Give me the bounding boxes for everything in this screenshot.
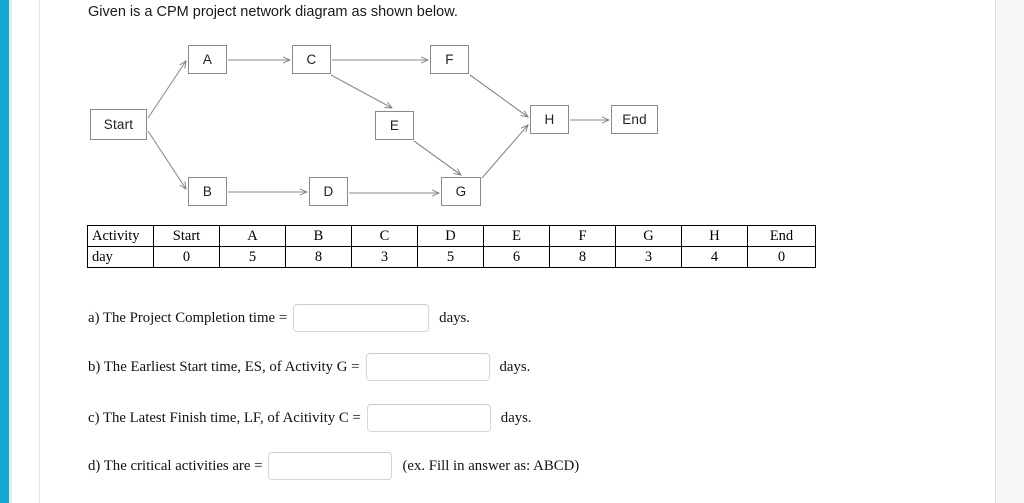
row-header-activity: Activity	[87, 225, 154, 247]
node-e: E	[375, 111, 414, 140]
node-d: D	[309, 177, 348, 206]
question-b: b) The Earliest Start time, ES, of Activ…	[88, 353, 530, 381]
edge-g-h	[481, 125, 528, 179]
node-h: H	[530, 105, 569, 134]
col-header-g: G	[615, 225, 682, 247]
node-label: A	[202, 52, 213, 67]
node-label: B	[202, 184, 213, 199]
node-f: F	[430, 45, 469, 74]
col-header-h: H	[681, 225, 748, 247]
sheet-left-edge	[39, 0, 40, 503]
question-a-label: a) The Project Completion time =	[88, 309, 288, 326]
rail-gap	[9, 0, 12, 503]
question-c: c) The Latest Finish time, LF, of Acitiv…	[88, 404, 532, 432]
accent-rail	[0, 0, 9, 503]
diagram-edges-layer	[147, 32, 700, 217]
node-label: D	[323, 184, 334, 199]
day-start: 0	[153, 246, 220, 268]
node-c: C	[292, 45, 331, 74]
question-d-label: d) The critical activities are =	[88, 457, 263, 474]
edge-f-h	[469, 74, 528, 117]
node-label: F	[445, 52, 454, 67]
answer-input-project-completion-time[interactable]	[293, 304, 430, 332]
day-e: 6	[483, 246, 550, 268]
question-a: a) The Project Completion time = days.	[88, 304, 470, 332]
edge-start-a	[147, 61, 186, 119]
question-b-suffix: days.	[499, 358, 531, 375]
node-end: End	[611, 105, 658, 134]
question-d: d) The critical activities are = (ex. Fi…	[88, 452, 579, 480]
question-c-label: c) The Latest Finish time, LF, of Acitiv…	[88, 409, 361, 426]
intro-text: Given is a CPM project network diagram a…	[88, 4, 458, 20]
node-g: G	[441, 177, 481, 206]
node-label: E	[389, 118, 400, 133]
node-label: Start	[103, 117, 134, 132]
node-label: H	[544, 112, 555, 127]
day-end: 0	[747, 246, 816, 268]
edge-c-e	[330, 74, 392, 108]
sheet-right-edge	[995, 0, 996, 503]
node-b: B	[188, 177, 227, 206]
question-a-suffix: days.	[439, 309, 470, 326]
table-row-day: day 0 5 8 3 5 6 8 3 4 0	[87, 246, 816, 268]
row-header-day: day	[87, 246, 154, 268]
day-g: 3	[615, 246, 682, 268]
question-b-label: b) The Earliest Start time, ES, of Activ…	[88, 358, 360, 375]
node-label: End	[622, 112, 647, 127]
col-header-d: D	[417, 225, 484, 247]
col-header-e: E	[483, 225, 550, 247]
day-c: 3	[351, 246, 418, 268]
day-d: 5	[417, 246, 484, 268]
col-header-end: End	[747, 225, 816, 247]
day-a: 5	[219, 246, 286, 268]
question-d-suffix: (ex. Fill in answer as: ABCD)	[402, 457, 580, 474]
activity-duration-table: Activity Start A B C D E F G H End day 0…	[87, 225, 816, 268]
cpm-network-diagram: Start A B C D E F G H End	[80, 32, 700, 217]
col-header-a: A	[219, 225, 286, 247]
col-header-c: C	[351, 225, 418, 247]
question-c-suffix: days.	[500, 409, 532, 426]
node-a: A	[188, 45, 227, 74]
page-outer-margin	[996, 0, 1024, 503]
col-header-f: F	[549, 225, 616, 247]
node-label: C	[306, 52, 317, 67]
node-start: Start	[90, 109, 147, 140]
col-header-b: B	[285, 225, 352, 247]
answer-input-latest-finish-c[interactable]	[366, 404, 491, 432]
node-label: G	[455, 184, 467, 199]
day-h: 4	[681, 246, 748, 268]
answer-input-earliest-start-g[interactable]	[365, 353, 490, 381]
table-row-activity: Activity Start A B C D E F G H End	[87, 225, 816, 247]
edge-start-b	[147, 130, 186, 189]
day-b: 8	[285, 246, 352, 268]
answer-input-critical-activities[interactable]	[268, 452, 393, 480]
edge-e-g	[413, 140, 461, 175]
col-header-start: Start	[153, 225, 220, 247]
day-f: 8	[549, 246, 616, 268]
